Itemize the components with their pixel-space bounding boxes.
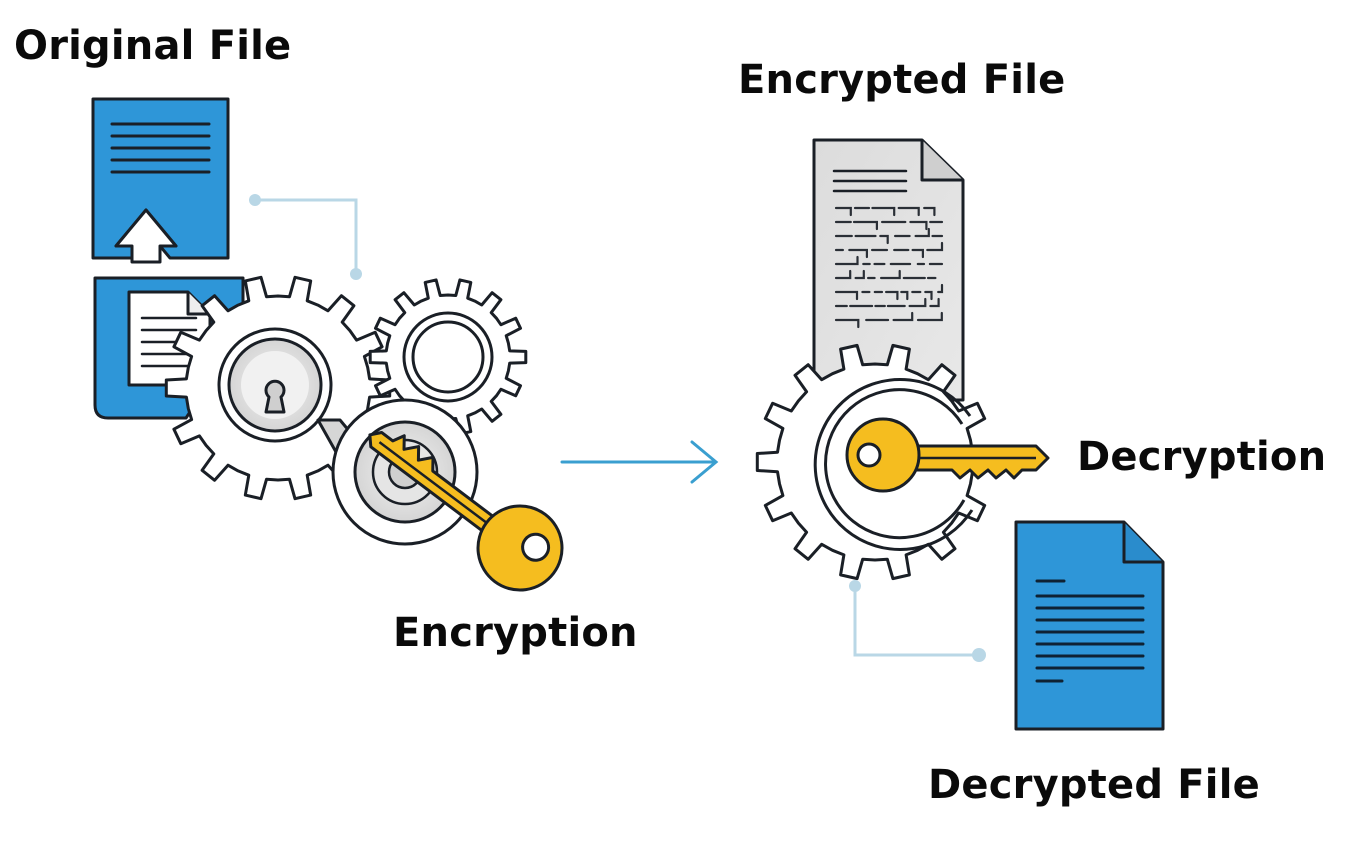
original-file-label: Original File <box>14 23 292 69</box>
keyhole-icon <box>264 379 286 414</box>
scramble-glyph <box>900 290 909 301</box>
encrypted-file-icon <box>812 138 965 402</box>
scramble-glyph <box>834 255 859 266</box>
connector-line <box>249 194 362 280</box>
scramble-glyph <box>871 206 896 217</box>
encrypted-file-label: Encrypted File <box>738 57 1066 103</box>
scramble-glyph <box>924 290 933 301</box>
scramble-glyph <box>923 206 936 217</box>
scramble-glyph <box>834 318 860 329</box>
gear-icon <box>368 278 528 436</box>
scramble-glyph <box>908 297 927 308</box>
scramble-glyph <box>834 290 859 301</box>
scramble-glyph <box>854 269 865 280</box>
decrypted-file-icon <box>1014 520 1165 731</box>
decrypted-file-label: Decrypted File <box>928 762 1260 808</box>
scramble-glyph <box>879 234 889 245</box>
scramble-glyph <box>909 220 928 231</box>
text-lines <box>110 122 211 174</box>
upload-arrow-icon <box>114 208 178 264</box>
encryption-label: Encryption <box>393 610 638 656</box>
scramble-glyph <box>834 206 852 217</box>
connector-line <box>849 580 986 662</box>
scramble-glyph <box>852 220 878 231</box>
scramble-glyph <box>926 241 944 252</box>
gear-ring <box>411 320 485 394</box>
original-file-icon <box>91 97 230 264</box>
arrow-right-icon <box>560 440 719 484</box>
scramble-glyph <box>892 311 914 322</box>
gear-outline <box>368 278 528 436</box>
scramble-glyph <box>897 206 920 217</box>
scramble-glyph <box>885 290 899 301</box>
scramble-glyph <box>914 227 930 238</box>
decryption-ring <box>813 378 974 551</box>
key-icon <box>368 430 564 592</box>
keyhole-lock-icon <box>217 327 333 443</box>
scramble-glyph <box>916 311 943 322</box>
scrambled-text <box>834 206 944 329</box>
gear-ring <box>402 311 494 403</box>
scramble-glyph <box>848 248 868 259</box>
key-icon <box>845 417 1050 493</box>
scramble-glyph <box>937 283 944 294</box>
scramble-glyph <box>880 269 901 280</box>
scramble-glyph <box>834 269 852 280</box>
decryption-label: Decryption <box>1077 434 1327 480</box>
scramble-glyph <box>911 248 924 259</box>
scramble-glyph <box>929 297 940 308</box>
